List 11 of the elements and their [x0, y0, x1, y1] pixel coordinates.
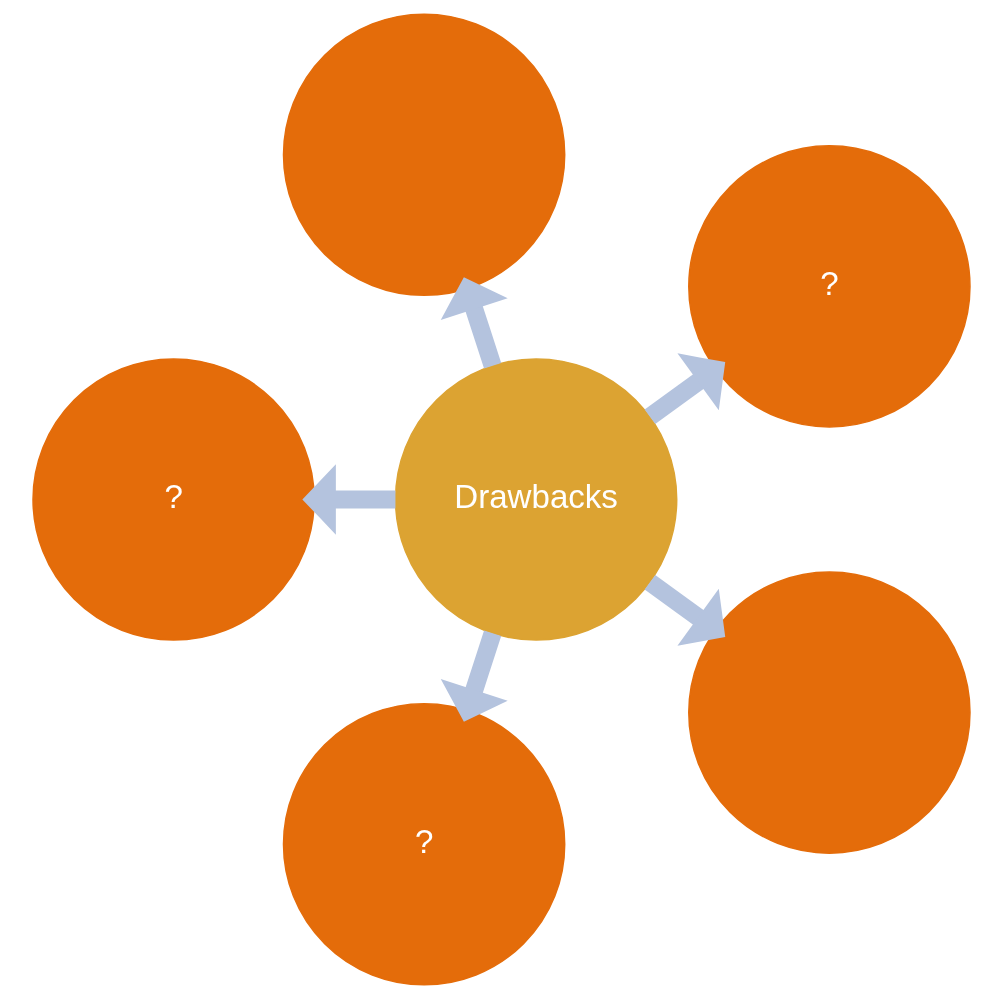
node-circle: [282, 13, 566, 297]
node-circle: ?: [32, 358, 315, 641]
arrow: [302, 464, 396, 535]
node-circle: ?: [282, 702, 566, 986]
arrow: [644, 574, 726, 646]
node-circle: Drawbacks: [394, 358, 678, 641]
arrow: [440, 630, 508, 722]
arrow: [644, 353, 726, 425]
node-circle: [688, 571, 971, 854]
arrow: [440, 277, 508, 369]
node-circle: ?: [688, 145, 971, 428]
